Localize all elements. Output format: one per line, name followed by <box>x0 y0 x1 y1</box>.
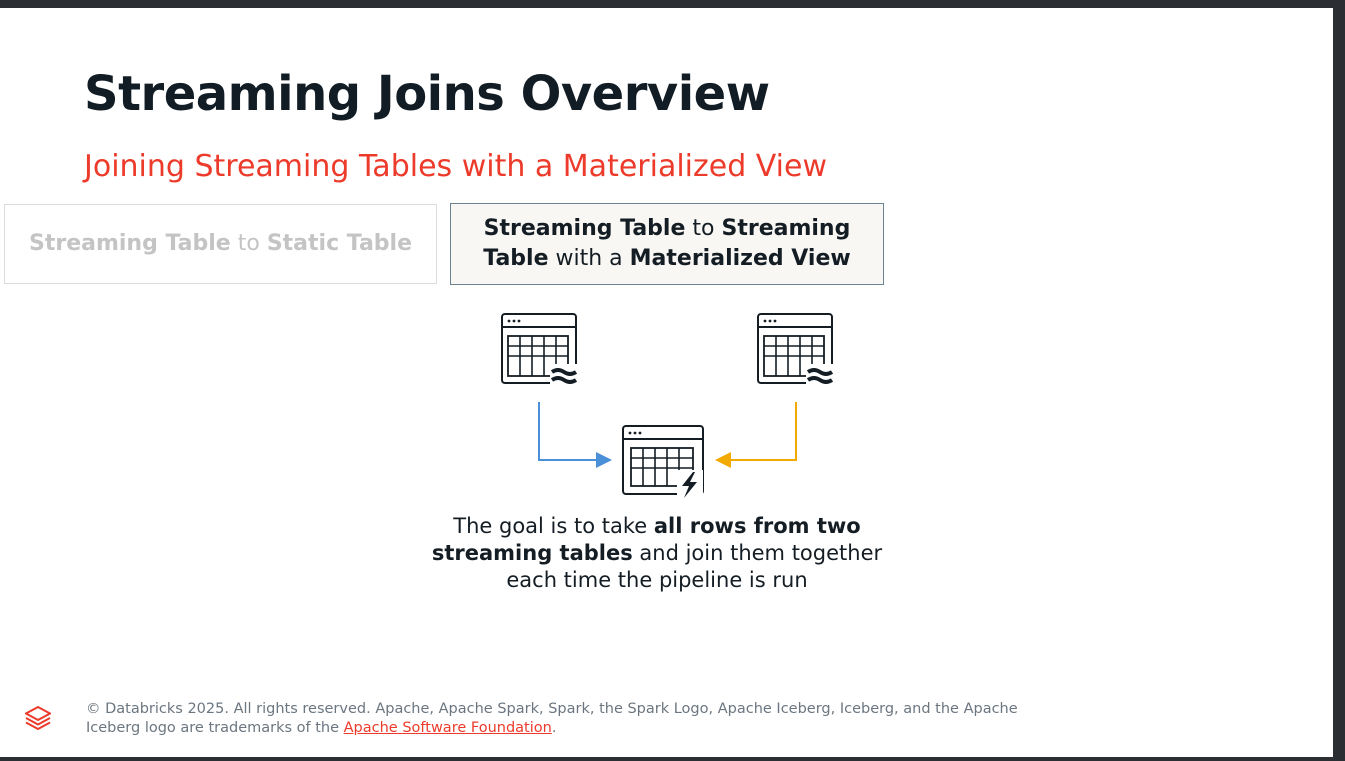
option-streaming-to-static: Streaming Table to Static Table <box>4 204 437 284</box>
materialized-view-icon <box>622 425 704 498</box>
streaming-table-icon-right <box>757 313 836 388</box>
apache-foundation-link[interactable]: Apache Software Foundation <box>343 720 552 736</box>
caption-part3: and join them together each time the pip… <box>506 541 883 592</box>
option-right-part3: Streaming Table <box>483 216 851 271</box>
footer-text: © Databricks 2025. All rights reserved. … <box>86 701 1018 736</box>
option-left-part1: Streaming Table <box>28 231 231 256</box>
caption-part1: The goal is to take <box>453 514 654 538</box>
streaming-table-icon-left <box>501 313 580 388</box>
slide-title: Streaming Joins Overview <box>84 66 770 122</box>
option-right-part2: to <box>685 216 722 241</box>
footer-end: . <box>551 720 557 736</box>
copyright-footer: © Databricks 2025. All rights reserved. … <box>86 700 1046 738</box>
slide: Streaming Joins Overview Joining Streami… <box>0 8 1333 757</box>
diagram-caption: The goal is to take all rows from two st… <box>430 513 884 594</box>
join-diagram <box>501 313 836 498</box>
option-left-part2: to <box>230 231 267 256</box>
option-streaming-to-streaming: Streaming Table to Streaming Table with … <box>450 203 884 285</box>
left-join-arrow <box>538 402 612 468</box>
option-right-part4: with a <box>548 246 630 271</box>
caption-part2: all rows from two streaming tables <box>431 514 861 565</box>
option-left-part3: Static Table <box>266 231 413 256</box>
option-right-part5: Materialized View <box>629 246 851 271</box>
option-right-part1: Streaming Table <box>483 216 686 241</box>
databricks-logo-icon <box>25 706 51 730</box>
right-join-arrow <box>715 402 797 468</box>
slide-subtitle: Joining Streaming Tables with a Material… <box>84 149 827 184</box>
